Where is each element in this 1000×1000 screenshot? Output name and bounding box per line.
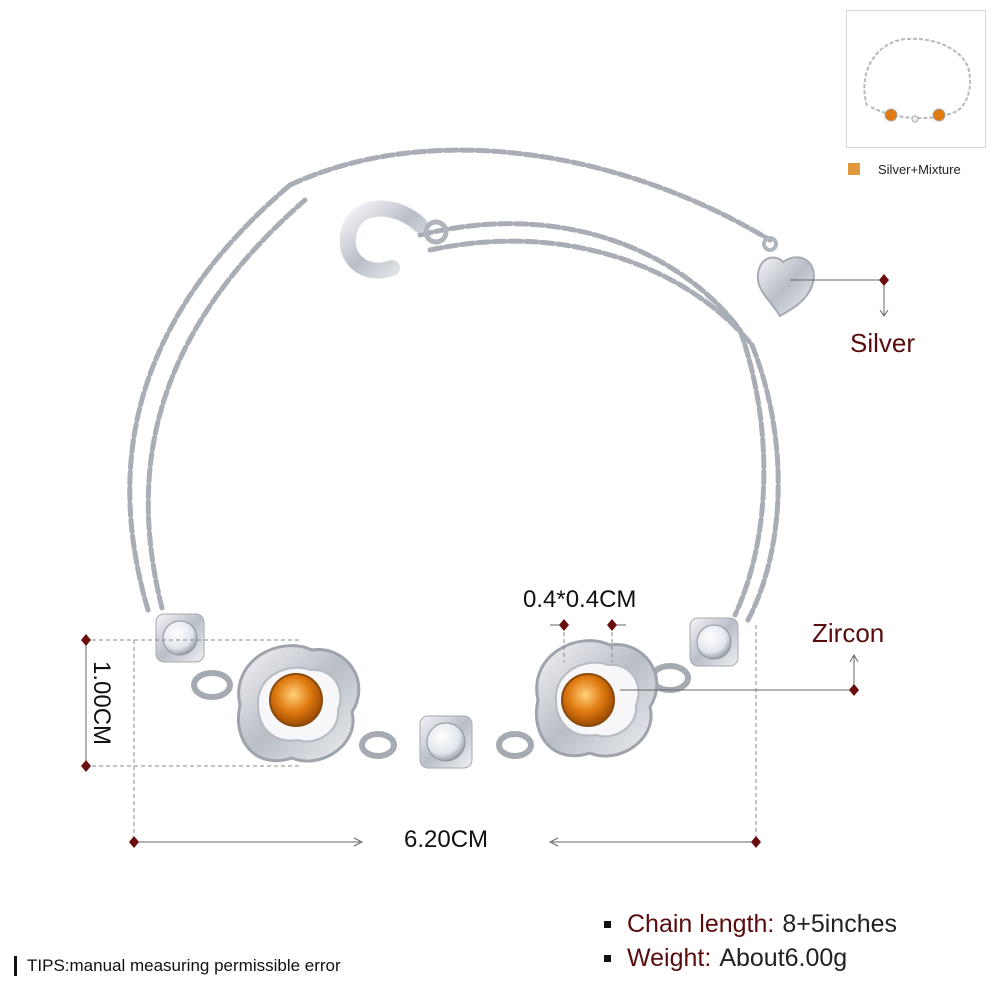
variant-option[interactable]: Silver+Mixture	[846, 160, 961, 178]
material-label: Silver	[850, 328, 916, 358]
flower-charm-right	[535, 639, 659, 758]
tips-bar	[14, 956, 17, 976]
width-arrowhead-right	[548, 837, 559, 847]
stone-label: Zircon	[812, 618, 885, 648]
variant-option-label: Silver+Mixture	[878, 161, 961, 177]
spec-weight: Weight: About6.00g	[604, 944, 847, 973]
spec-label: Chain length:	[627, 910, 775, 938]
chain-strands	[127, 147, 781, 623]
spec-chain-length: Chain length: 8+5inches	[604, 910, 897, 939]
spec-label: Weight:	[627, 944, 712, 972]
dimension-markers	[81, 274, 889, 848]
lobster-clasp	[339, 200, 449, 279]
bullet-icon	[604, 921, 611, 928]
spec-value: About6.00g	[719, 944, 848, 972]
side-stone-left	[155, 613, 205, 663]
heart-charm	[756, 236, 815, 318]
dimension-guides	[85, 625, 757, 842]
center-stone	[419, 715, 473, 769]
bullet-icon	[604, 955, 611, 962]
flower-charm-left	[237, 644, 361, 763]
variant-thumbnail[interactable]	[846, 10, 986, 148]
color-swatch	[848, 163, 860, 175]
spec-value: 8+5inches	[782, 910, 898, 938]
tips-note: TIPS:manual measuring permissible error	[14, 956, 341, 976]
tips-text: TIPS:manual measuring permissible error	[27, 956, 341, 975]
stone-size-label: 0.4*0.4CM	[523, 586, 637, 613]
height-dimension-label: 1.00CM	[88, 660, 115, 746]
thumbnail-bracelet-image	[863, 37, 971, 123]
width-arrowhead-left	[353, 837, 364, 847]
side-stone-right	[689, 617, 739, 667]
width-dimension-label: 6.20CM	[404, 826, 489, 853]
